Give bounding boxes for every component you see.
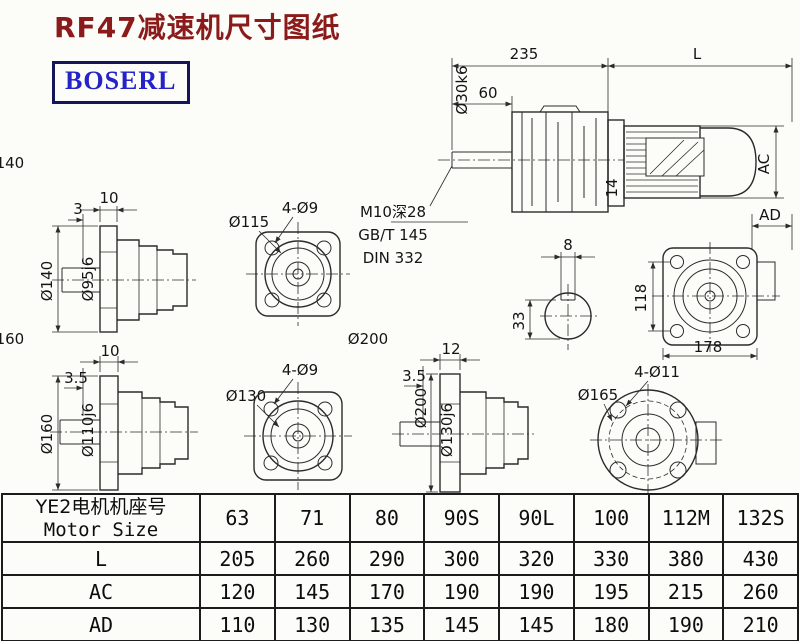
table-row: AD 110 130 135 145 145 180 190 210 [1, 607, 799, 641]
dim-235: 235 [510, 45, 539, 63]
table-cell: 145 [273, 574, 351, 609]
table-row: L 205 260 290 300 320 330 380 430 [1, 541, 799, 576]
dim-160-10: 10 [100, 342, 119, 360]
row-label-AC: AC [1, 574, 201, 609]
table-cell: 90L [498, 493, 575, 543]
square130-front-view: 4-Ø9 Ø130 [226, 361, 352, 490]
table-cell: 190 [423, 574, 500, 609]
dim-160-dia: Ø160 [38, 414, 56, 454]
table-cell: 132S [722, 493, 799, 543]
dim-L: L [693, 45, 702, 63]
label-165-holes: 4-Ø11 [634, 363, 680, 381]
table-cell: 145 [423, 607, 500, 641]
table-cell: 145 [498, 607, 575, 641]
label-115-dia: Ø115 [229, 213, 269, 231]
dim-160-35: 3.5 [64, 369, 88, 387]
table-cell: 135 [348, 607, 426, 641]
brand-logo: BOSERL [52, 61, 190, 104]
table-cell: 110 [199, 607, 276, 641]
table-row: AC 120 145 170 190 190 195 215 260 [1, 574, 799, 609]
dim-200-pilot: Ø130j6 [438, 403, 456, 457]
dim-200-35: 3.5 [402, 367, 426, 385]
table-cell: 260 [273, 541, 351, 576]
table-cell: 260 [722, 574, 799, 609]
label-130-holes: 4-Ø9 [282, 361, 318, 379]
dim-160-pilot: Ø110j6 [79, 403, 97, 457]
table-cell: 63 [199, 493, 276, 543]
dim-33: 33 [510, 311, 528, 330]
dim-AC: AC [755, 154, 773, 174]
assembly-side-view: 235 L 60 Ø30k6 [429, 45, 793, 250]
note-gbt: GB/T 145 [358, 226, 428, 244]
table-cell: 71 [273, 493, 351, 543]
table-row: YE2电机机座号 Motor Size 63 71 80 90S 90L 100… [1, 493, 799, 543]
table-cell: 290 [348, 541, 426, 576]
dim-14: 14 [603, 178, 621, 197]
label-200: Ø200 [348, 330, 388, 348]
shaft-section-view: 8 33 [510, 236, 598, 350]
label-130-dia: Ø130 [226, 387, 266, 405]
label-165-dia: Ø165 [578, 386, 618, 404]
table-cell: 80 [348, 493, 426, 543]
dim-140-10: 10 [99, 189, 118, 207]
dimension-drawing: 235 L 60 Ø30k6 [0, 45, 793, 494]
row-label-L: L [1, 541, 201, 576]
note-m10: M10深28 [360, 203, 426, 221]
table-cell: 112M [647, 493, 725, 543]
output-rear-view: 118 178 [632, 242, 780, 360]
dim-118: 118 [632, 284, 650, 313]
table-cell: 130 [273, 607, 351, 641]
label-140: Ø140 [0, 154, 24, 172]
motor-size-header: YE2电机机座号 Motor Size [1, 493, 201, 543]
page-title: RF47减速机尺寸图纸 [54, 11, 341, 44]
table-cell: 195 [572, 574, 650, 609]
table-cell: 210 [722, 607, 799, 641]
dim-8: 8 [563, 236, 573, 254]
square115-front-view: 4-Ø9 Ø115 [229, 199, 350, 326]
label-115-holes: 4-Ø9 [282, 199, 318, 217]
flange200-side-view: Ø200 12 3.5 Ø200 Ø130j6 [348, 330, 534, 493]
note-din: DIN 332 [363, 249, 424, 267]
dim-178: 178 [694, 338, 723, 356]
table-cell: 190 [647, 607, 725, 641]
dim-140-dia: Ø140 [38, 261, 56, 301]
table-cell: 120 [199, 574, 276, 609]
dim-AD: AD [759, 206, 781, 224]
label-160: Ø160 [0, 330, 24, 348]
motor-size-header-cn: YE2电机机座号 [35, 495, 167, 518]
dim-60: 60 [478, 84, 497, 102]
dim-140-3: 3 [73, 200, 83, 218]
dimension-table: YE2电机机座号 Motor Size 63 71 80 90S 90L 100… [1, 493, 799, 641]
dim-200-12: 12 [441, 340, 460, 358]
table-cell: 100 [572, 493, 650, 543]
table-cell: 320 [498, 541, 575, 576]
table-cell: 215 [647, 574, 725, 609]
table-cell: 90S [423, 493, 500, 543]
table-cell: 330 [572, 541, 650, 576]
dim-140-pilot: Ø95j6 [79, 257, 97, 302]
dim-shaft-d30k6: Ø30k6 [453, 65, 471, 114]
table-cell: 205 [199, 541, 276, 576]
flange140-side-view: Ø140 10 3 Ø140 Ø95j6 [0, 154, 196, 333]
motor-size-header-en: Motor Size [43, 518, 159, 541]
round165-front-view: 4-Ø11 Ø165 [578, 363, 722, 494]
table-cell: 300 [423, 541, 500, 576]
dim-200-dia: Ø200 [412, 388, 430, 428]
table-cell: 190 [498, 574, 575, 609]
table-cell: 180 [572, 607, 650, 641]
table-cell: 170 [348, 574, 426, 609]
flange160-side-view: Ø160 10 3.5 Ø160 Ø110j6 [0, 330, 198, 491]
table-cell: 430 [722, 541, 799, 576]
table-cell: 380 [647, 541, 725, 576]
thread-note: M10深28 GB/T 145 DIN 332 [358, 203, 468, 267]
row-label-AD: AD [1, 607, 201, 641]
